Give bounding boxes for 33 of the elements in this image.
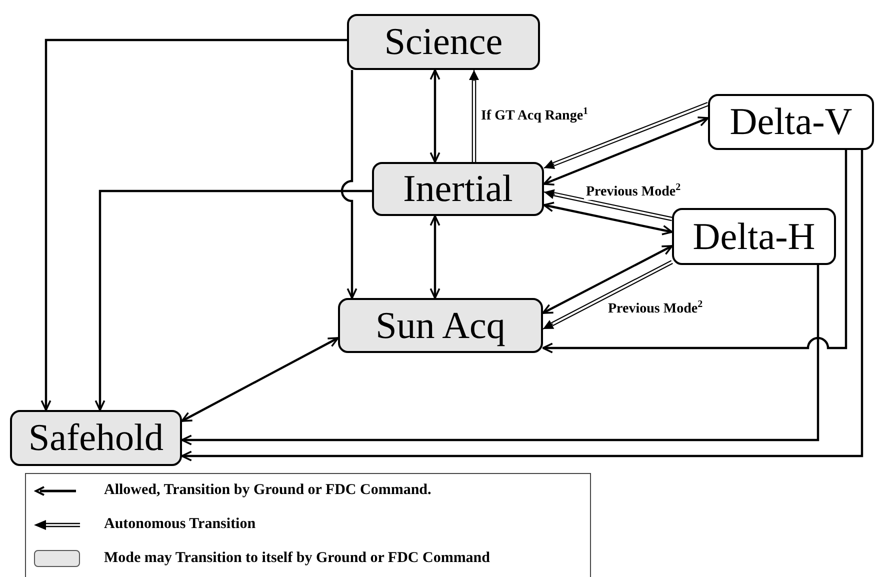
mode-box <box>347 14 540 70</box>
arrow <box>543 202 673 236</box>
arrow <box>181 265 820 446</box>
mode-name: Safehold <box>28 419 164 457</box>
double-arrow <box>543 102 710 169</box>
edge-label: Previous Mode$^{2}$ <box>584 182 683 200</box>
mode-box <box>338 298 543 353</box>
legend-text: Mode may Transition to itself by Ground or FDC Command <box>104 550 490 567</box>
arrow <box>542 245 673 314</box>
arrow <box>340 70 358 299</box>
arrow <box>94 190 372 411</box>
mode-box <box>672 208 836 265</box>
mode-name: Inertial <box>403 170 513 208</box>
arrow <box>430 215 440 299</box>
double-arrow <box>469 69 479 163</box>
mode-name: Delta-H <box>692 218 816 256</box>
edge-label: If GT Acq Range$^{1}$ <box>479 106 590 124</box>
arrow <box>181 337 339 422</box>
legend-text: Allowed, Transition by Ground or FDC Command. <box>104 482 432 499</box>
mode-name: Science <box>384 23 503 61</box>
mode-name: Sun Acq <box>376 306 506 344</box>
double-arrow <box>543 189 673 222</box>
legend-text: Autonomous Transition <box>104 516 256 533</box>
arrow <box>542 150 848 354</box>
mode-box <box>708 94 874 150</box>
arrow <box>543 116 709 186</box>
mode-name: Delta-V <box>730 103 852 141</box>
mode-box <box>372 162 544 216</box>
arrow <box>181 150 864 462</box>
double-arrow <box>542 260 674 330</box>
mode-box <box>10 410 182 466</box>
arrow <box>40 38 347 411</box>
arrow <box>430 69 440 163</box>
